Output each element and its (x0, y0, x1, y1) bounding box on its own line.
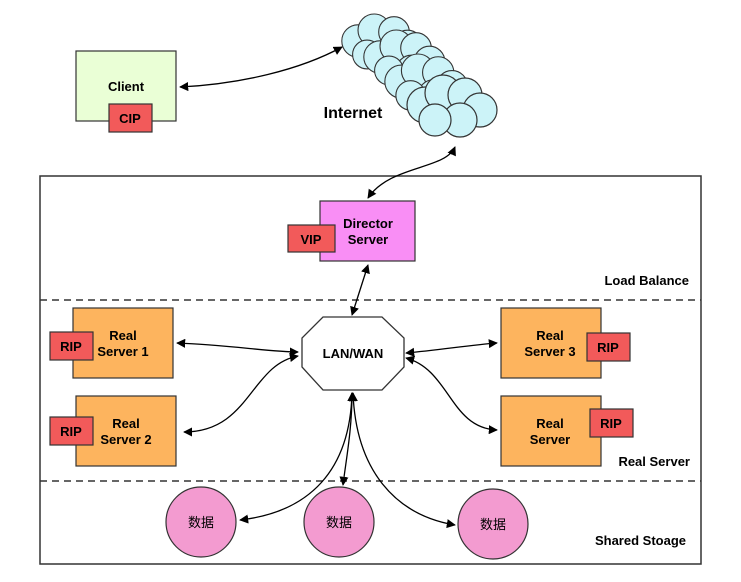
real-server-4-line2: Server (530, 432, 570, 447)
director-lan-link (350, 264, 370, 316)
cip-tag (108, 103, 153, 133)
zone-label-load-balance: Load Balance (604, 273, 689, 288)
lan-wan-label: LAN/WAN (323, 346, 384, 361)
lan-server-3-link (405, 339, 498, 357)
lan-server-1-link (176, 338, 299, 357)
internet-label: Internet (324, 105, 383, 122)
lan-wan-node (301, 316, 405, 391)
real-server-3-box (500, 307, 602, 379)
rip-tag-3 (586, 332, 631, 362)
rip-tag-1-label: RIP (60, 339, 82, 354)
vip-tag-label: VIP (301, 232, 322, 247)
client-internet-link (179, 46, 343, 92)
storage-node-3 (457, 488, 529, 560)
lan-storage-3-link (348, 392, 456, 529)
real-server-1-line1: Real (109, 328, 136, 343)
real-server-4-box (500, 395, 602, 467)
rip-tag-3-label: RIP (597, 340, 619, 355)
vip-tag (287, 224, 336, 253)
real-server-4-line1: Real (536, 416, 563, 431)
real-server-3-line2: Server 3 (524, 344, 575, 359)
rip-tag-2-label: RIP (60, 424, 82, 439)
rip-tag-1 (49, 331, 94, 361)
lan-server-2-link (183, 353, 299, 437)
client-label: Client (108, 79, 145, 94)
real-server-2-line1: Real (112, 416, 139, 431)
real-server-1-line2: Server 1 (97, 344, 148, 359)
cip-tag-label: CIP (119, 111, 141, 126)
storage-node-2-label: 数据 (326, 515, 352, 530)
rip-tag-2 (49, 416, 94, 446)
storage-node-1-label: 数据 (188, 515, 214, 530)
director-server-box (319, 200, 416, 262)
director-label-line2: Server (348, 232, 388, 247)
storage-node-3-label: 数据 (480, 517, 506, 532)
rip-tag-4-label: RIP (600, 416, 622, 431)
zone-label-real-server: Real Server (618, 454, 690, 469)
zone-label-shared-storage: Shared Stoage (595, 533, 686, 548)
real-server-2-line2: Server 2 (100, 432, 151, 447)
director-label-line1: Director (343, 216, 393, 231)
lan-server-4-link (405, 355, 498, 435)
rip-tag-4 (589, 408, 634, 438)
storage-node-2 (303, 486, 375, 558)
storage-node-1 (165, 486, 237, 558)
internet-director-link (367, 146, 456, 199)
real-server-3-line1: Real (536, 328, 563, 343)
